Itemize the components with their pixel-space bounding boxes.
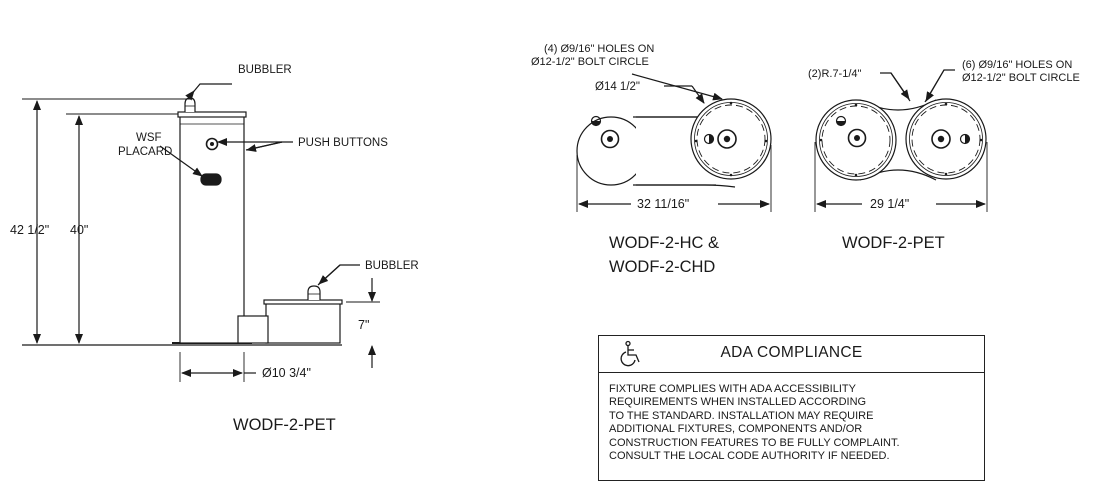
- ada-line: CONSTRUCTION FEATURES TO BE FULLY COMPLA…: [609, 436, 900, 449]
- note-pet-holes-1: (6) Ø9/16" HOLES ON: [962, 59, 1072, 71]
- note-pet-holes-2: Ø12-1/2" BOLT CIRCLE: [962, 72, 1080, 84]
- title-hc-line1: WODF-2-HC &: [609, 234, 719, 252]
- ada-header: ADA COMPLIANCE: [599, 336, 984, 373]
- bubbler-top-icon: [184, 97, 196, 112]
- basin-left-hc: [590, 115, 620, 149]
- ada-line: REQUIREMENTS WHEN INSTALLED ACCORDING: [609, 396, 867, 409]
- label-bubbler-low: BUBBLER: [365, 260, 419, 272]
- ada-compliance-box: ADA COMPLIANCE FIXTURE COMPLIES WITH ADA…: [598, 335, 985, 481]
- basin-right-pet: [905, 98, 987, 180]
- note-hc-holes-2: Ø12-1/2" BOLT CIRCLE: [531, 56, 649, 68]
- basin-right-hc: [690, 98, 772, 180]
- label-placard: PLACARD: [118, 146, 172, 158]
- basin-left-pet: [815, 99, 897, 181]
- dim-overall-height: 42 1/2": [10, 223, 49, 237]
- wheelchair-icon: [620, 340, 640, 367]
- dim-pet-width: 29 1/4": [870, 197, 909, 211]
- bubbler-low-icon: [307, 285, 321, 300]
- dim-hc-width: 32 11/16": [637, 197, 689, 211]
- label-push-buttons: PUSH BUTTONS: [298, 137, 388, 149]
- ada-line: FIXTURE COMPLIES WITH ADA ACCESSIBILITY: [609, 383, 856, 395]
- note-pet-radius: (2)R.7-1/4": [808, 68, 862, 80]
- ada-title: ADA COMPLIANCE: [720, 344, 863, 361]
- ada-line: CONSULT THE LOCAL CODE AUTHORITY IF NEED…: [609, 450, 890, 463]
- dim-column-diameter: Ø10 3/4": [262, 366, 311, 380]
- title-hc-line2: WODF-2-CHD: [609, 258, 715, 276]
- top-view-pet: [814, 69, 988, 212]
- label-wsf: WSF: [136, 132, 162, 144]
- wsf-placard-icon: [200, 173, 222, 186]
- title-side-view: WODF-2-PET: [233, 416, 336, 434]
- ada-line: ADDITIONAL FIXTURES, COMPONENTS AND/OR: [609, 423, 863, 436]
- ada-body: FIXTURE COMPLIES WITH ADA ACCESSIBILITY …: [599, 373, 984, 463]
- note-hc-holes-1: (4) Ø9/16" HOLES ON: [544, 43, 654, 55]
- dim-bubbler-height: 40": [70, 223, 88, 237]
- base-block: [237, 315, 269, 344]
- low-basin: [265, 301, 341, 344]
- pedestal-column: [177, 111, 247, 344]
- dim-hc-diameter: Ø14 1/2": [595, 81, 640, 93]
- label-bubbler-top: BUBBLER: [238, 64, 292, 76]
- side-view: [22, 83, 380, 382]
- title-pet-top: WODF-2-PET: [842, 234, 945, 252]
- ada-line: TO THE STANDARD. INSTALLATION MAY REQUIR…: [609, 409, 874, 422]
- top-view-hc: [576, 73, 772, 212]
- dim-low-height: 7": [358, 318, 369, 332]
